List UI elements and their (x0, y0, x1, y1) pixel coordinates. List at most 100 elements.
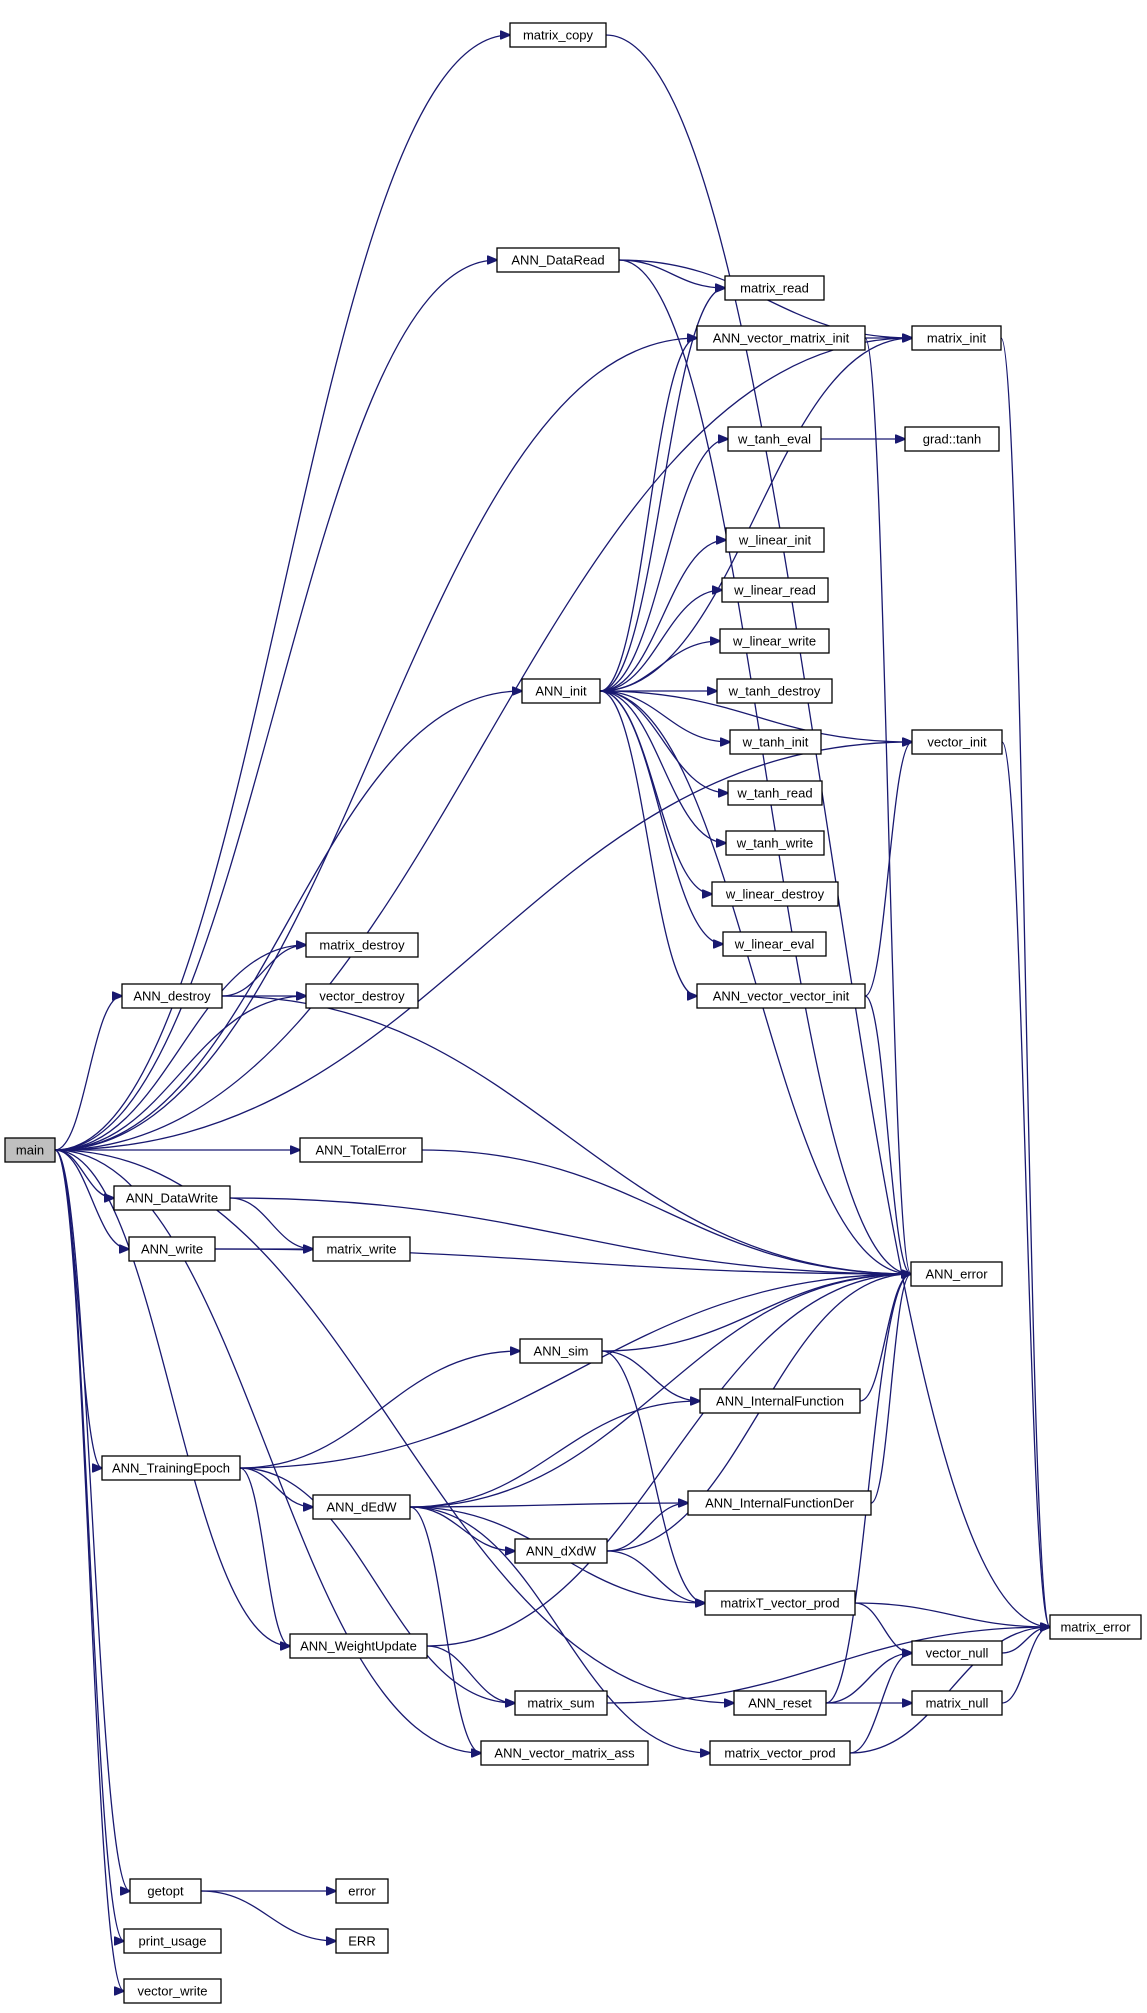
node-box[interactable] (289, 1633, 428, 1659)
node-ann-destroy[interactable]: ANN_destroy (121, 983, 223, 1009)
node-box[interactable] (911, 1690, 1003, 1716)
node-box[interactable] (312, 1236, 411, 1262)
node-err[interactable]: ERR (335, 1928, 389, 1954)
node-matrix-null[interactable]: matrix_null (911, 1690, 1003, 1716)
node-ann-dedw[interactable]: ANN_dEdW (312, 1494, 411, 1520)
node-box[interactable] (335, 1878, 389, 1904)
edge-ann-vector-vector-init-to-vector-init (864, 742, 912, 997)
node-w-tanh-destroy[interactable]: w_tanh_destroy (716, 678, 833, 704)
node-ann-vector-matrix-init[interactable]: ANN_vector_matrix_init (696, 325, 866, 351)
node-box[interactable] (725, 830, 825, 856)
node-box[interactable] (121, 983, 223, 1009)
edge-ann-init-to-matrix-read (599, 288, 725, 692)
node-ann-reset[interactable]: ANN_reset (733, 1690, 827, 1716)
node-getopt[interactable]: getopt (129, 1878, 202, 1904)
node-vector-init[interactable]: vector_init (911, 729, 1003, 755)
node-vector-null[interactable]: vector_null (911, 1640, 1003, 1666)
node-matrix-write[interactable]: matrix_write (312, 1236, 411, 1262)
node-ann-sim[interactable]: ANN_sim (519, 1338, 603, 1364)
node-error[interactable]: error (335, 1878, 389, 1904)
node-ann-totalerror[interactable]: ANN_TotalError (299, 1137, 423, 1163)
node-box[interactable] (299, 1137, 423, 1163)
node-ann-dxdw[interactable]: ANN_dXdW (514, 1538, 608, 1564)
node-matrix-init[interactable]: matrix_init (911, 325, 1002, 351)
node-box[interactable] (725, 527, 825, 553)
node-box[interactable] (509, 22, 607, 48)
node-w-tanh-write[interactable]: w_tanh_write (725, 830, 825, 856)
node-box[interactable] (904, 426, 1000, 452)
node-w-linear-read[interactable]: w_linear_read (721, 577, 829, 603)
node-w-linear-init[interactable]: w_linear_init (725, 527, 825, 553)
node-box[interactable] (699, 1388, 861, 1414)
node-box[interactable] (727, 426, 822, 452)
node-vector-destroy[interactable]: vector_destroy (305, 983, 419, 1009)
node-ann-error[interactable]: ANN_error (910, 1261, 1003, 1287)
node-box[interactable] (113, 1185, 231, 1211)
node-matrixt-vector-prod[interactable]: matrixT_vector_prod (704, 1590, 856, 1616)
node-box[interactable] (305, 932, 419, 958)
node-box[interactable] (911, 325, 1002, 351)
node-matrix-copy[interactable]: matrix_copy (509, 22, 607, 48)
node-box[interactable] (496, 247, 620, 273)
node-box[interactable] (722, 931, 827, 957)
node-box[interactable] (123, 1978, 222, 2004)
node-box[interactable] (709, 1740, 851, 1766)
node-ann-vector-vector-init[interactable]: ANN_vector_vector_init (696, 983, 866, 1009)
node-box[interactable] (335, 1928, 389, 1954)
node-box[interactable] (123, 1928, 222, 1954)
node-box[interactable] (514, 1538, 608, 1564)
node-w-linear-destroy[interactable]: w_linear_destroy (711, 881, 839, 907)
node-ann-datawrite[interactable]: ANN_DataWrite (113, 1185, 231, 1211)
node-box[interactable] (721, 577, 829, 603)
node-w-tanh-eval[interactable]: w_tanh_eval (727, 426, 822, 452)
node-matrix-destroy[interactable]: matrix_destroy (305, 932, 419, 958)
node-box[interactable] (312, 1494, 411, 1520)
node-matrix-error[interactable]: matrix_error (1049, 1614, 1142, 1640)
node-box[interactable] (910, 1261, 1003, 1287)
node-ann-internalfunction[interactable]: ANN_InternalFunction (699, 1388, 861, 1414)
node-box[interactable] (519, 1338, 603, 1364)
node-box[interactable] (696, 983, 866, 1009)
node-box[interactable] (305, 983, 419, 1009)
node-ann-trainingepoch[interactable]: ANN_TrainingEpoch (101, 1455, 241, 1481)
node-ann-weightupdate[interactable]: ANN_WeightUpdate (289, 1633, 428, 1659)
node-box[interactable] (1049, 1614, 1142, 1640)
node-matrix-read[interactable]: matrix_read (724, 275, 825, 301)
node-box[interactable] (733, 1690, 827, 1716)
node-box[interactable] (727, 780, 823, 806)
node-matrix-sum[interactable]: matrix_sum (514, 1690, 608, 1716)
node-main[interactable]: main (4, 1137, 56, 1163)
node-box[interactable] (716, 678, 833, 704)
node-box[interactable] (696, 325, 866, 351)
node-box[interactable] (719, 628, 830, 654)
node-box[interactable] (521, 678, 601, 704)
node-vector-write[interactable]: vector_write (123, 1978, 222, 2004)
node-print-usage[interactable]: print_usage (123, 1928, 222, 1954)
node-w-linear-eval[interactable]: w_linear_eval (722, 931, 827, 957)
node-ann-internalfunctionder[interactable]: ANN_InternalFunctionDer (687, 1490, 872, 1516)
node-box[interactable] (480, 1740, 649, 1766)
edge-ann-weightupdate-to-matrix-sum (426, 1645, 515, 1703)
node-box[interactable] (514, 1690, 608, 1716)
node-ann-dataread[interactable]: ANN_DataRead (496, 247, 620, 273)
node-ann-vector-matrix-ass[interactable]: ANN_vector_matrix_ass (480, 1740, 649, 1766)
node-box[interactable] (911, 729, 1003, 755)
node-box[interactable] (911, 1640, 1003, 1666)
node-box[interactable] (724, 275, 825, 301)
node-label: matrix_copy (523, 28, 594, 43)
node-matrix-vector-prod[interactable]: matrix_vector_prod (709, 1740, 851, 1766)
node-box[interactable] (129, 1878, 202, 1904)
node-ann-init[interactable]: ANN_init (521, 678, 601, 704)
node-box[interactable] (704, 1590, 856, 1616)
node-box[interactable] (711, 881, 839, 907)
node-w-tanh-init[interactable]: w_tanh_init (729, 729, 822, 755)
node-box[interactable] (687, 1490, 872, 1516)
node-w-linear-write[interactable]: w_linear_write (719, 628, 830, 654)
node-grad-tanh[interactable]: grad::tanh (904, 426, 1000, 452)
node-box[interactable] (4, 1137, 56, 1163)
node-box[interactable] (101, 1455, 241, 1481)
node-box[interactable] (729, 729, 822, 755)
node-ann-write[interactable]: ANN_write (128, 1236, 216, 1262)
node-box[interactable] (128, 1236, 216, 1262)
node-w-tanh-read[interactable]: w_tanh_read (727, 780, 823, 806)
